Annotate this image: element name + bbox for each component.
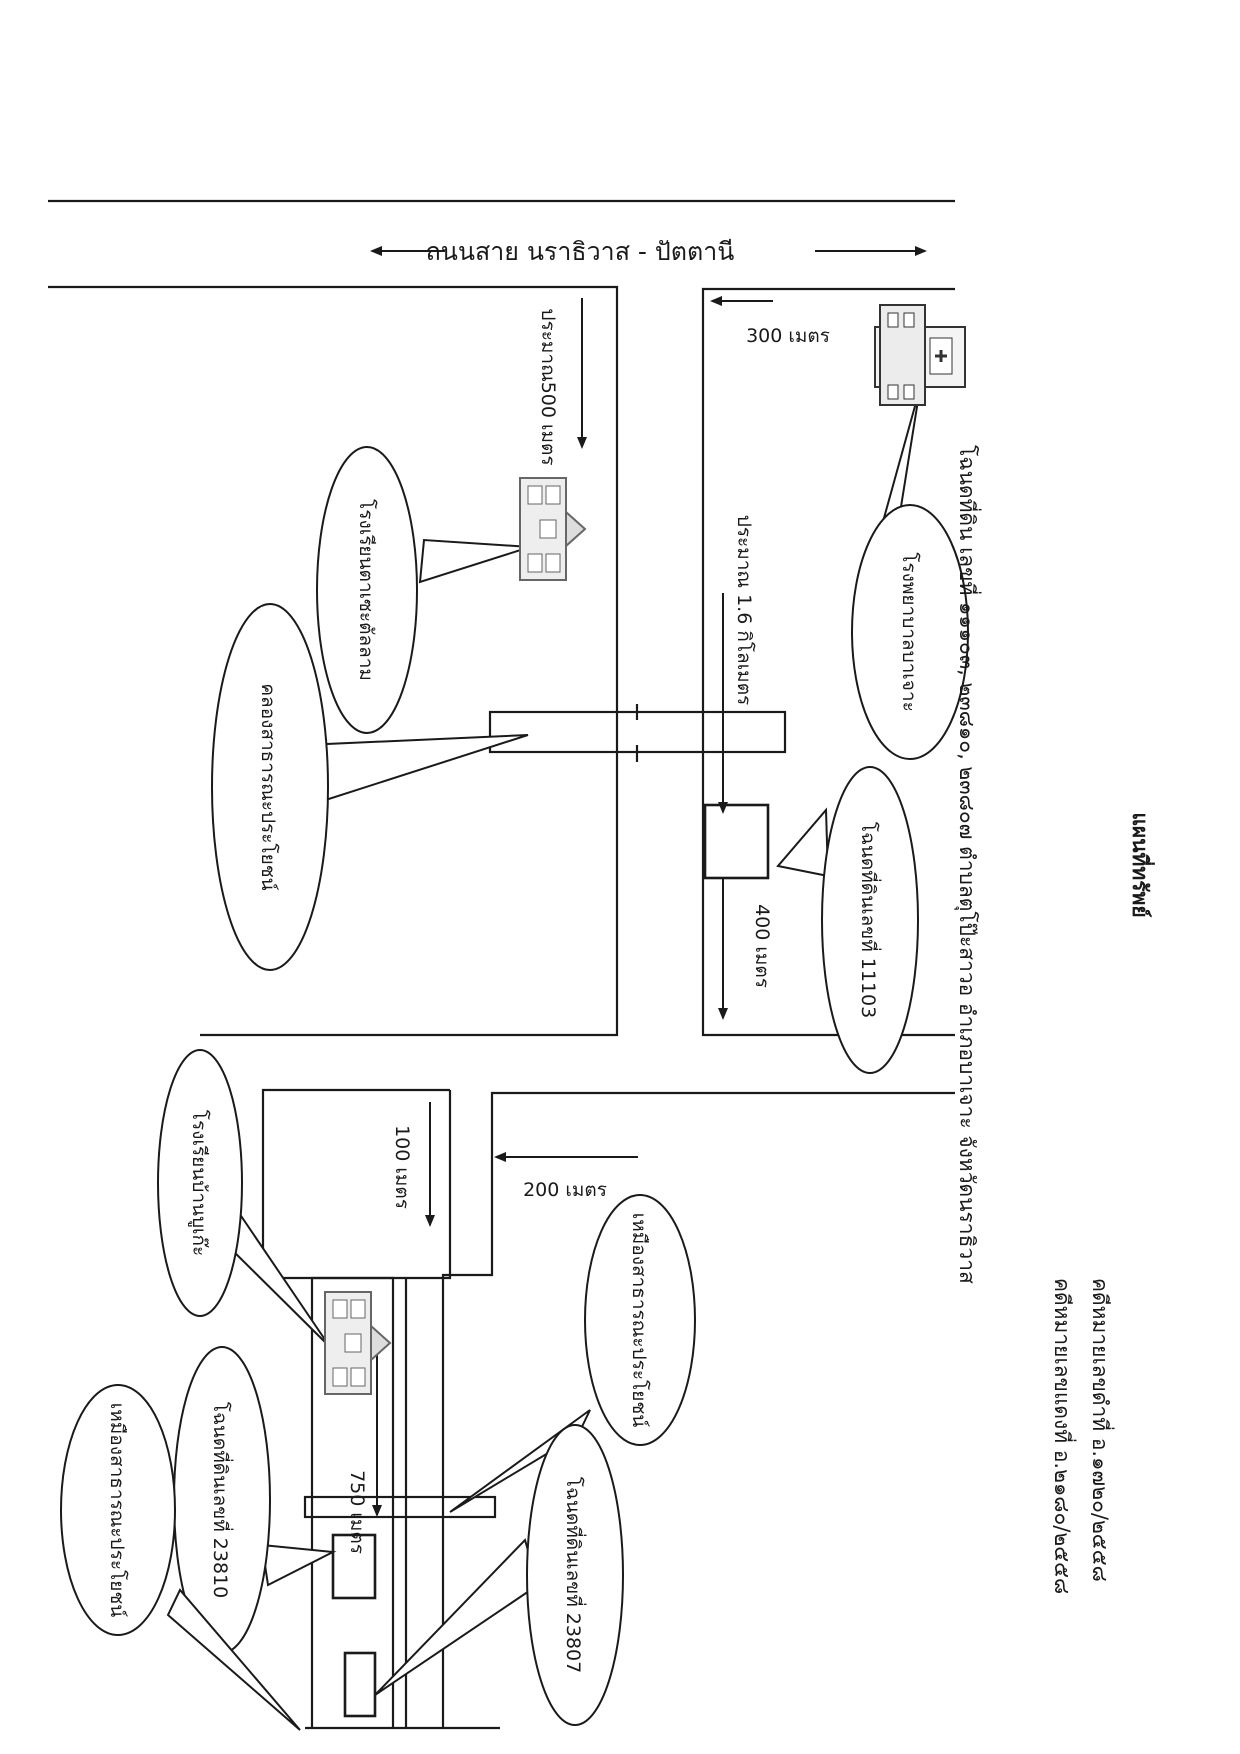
bubble-public-2: เหมืองสาธารณะประโยชน์ <box>60 1384 301 1731</box>
label-400: 400 เมตร <box>751 904 773 988</box>
bubble-public-1: เหมืองสาธารณะประโยชน์ <box>449 1194 696 1513</box>
hospital-icon <box>874 304 966 406</box>
main-road-lower-edge-right <box>701 287 955 1037</box>
case-black-number: คดีหมายเลขดำที่ อ.๑๗๒๐/๒๕๕๘ <box>1088 1278 1115 1582</box>
lower-road-left-block <box>261 1088 452 1280</box>
school-icon <box>519 477 587 581</box>
bubble-school-1: โรงเรียนตาเซะตัลลาม <box>316 446 531 734</box>
bubble-canal-1: คลองสาธารณะประโยชน์ <box>211 603 529 971</box>
bubble-plot-11103: โฉนดที่ดินเลขที่ 11103 <box>776 766 919 1074</box>
bubble-plot-23810: โฉนดที่ดินเลขที่ 23810 <box>173 1346 337 1654</box>
case-red-number: คดีหมายเลขแดงที่ อ.๒๑๘๐/๒๕๕๘ <box>1050 1278 1077 1594</box>
canal-crossing-lower <box>303 1495 497 1519</box>
svg-text:โรงเรียนตาเซะตัลลาม: โรงเรียนตาเซะตัลลาม <box>355 499 378 681</box>
bubble-school-2: โรงเรียนบ้านบูเก๊ะ <box>157 1049 331 1348</box>
plot-23807 <box>343 1651 377 1718</box>
road-title: ถนนสาย นราธิวาส - ปัตตานี <box>426 237 735 266</box>
location-text: โฉนดที่ดิน เลขที่ ๑๑๑๐๓, ๒๓๘๑๐, ๒๓๘๐๗ ตำ… <box>954 445 982 1284</box>
label-100: 100 เมตร <box>391 1125 413 1209</box>
svg-text:เหมืองสาธารณะประโยชน์: เหมืองสาธารณะประโยชน์ <box>628 1213 651 1428</box>
svg-text:โฉนดที่ดินเลขที่ 11103: โฉนดที่ดินเลขที่ 11103 <box>857 822 882 1018</box>
map-title: แผนที่ทรัพย์ <box>1128 812 1156 917</box>
svg-text:โฉนดที่ดินเลขที่ 23810: โฉนดที่ดินเลขที่ 23810 <box>209 1402 234 1598</box>
lower-road-right-edge <box>441 1091 955 1728</box>
svg-text:เหมืองสาธารณะประโยชน์: เหมืองสาธารณะประโยชน์ <box>106 1403 129 1618</box>
plot-11103 <box>703 803 770 880</box>
label-16km: ประมาณ 1.6 กิโลเมตร <box>733 515 756 706</box>
plot-23810 <box>331 1533 377 1600</box>
bubble-hospital: โรงพยาบาลบาเจาะ <box>851 387 969 760</box>
main-road-lower-edge-left <box>48 285 619 1037</box>
svg-text:คลองสาธารณะประโยชน์: คลองสาธารณะประโยชน์ <box>257 683 280 891</box>
label-500: ประมาณ500 เมตร <box>537 308 559 465</box>
bubble-plot-23807: โฉนดที่ดินเลขที่ 23807 <box>374 1424 624 1726</box>
svg-text:โฉนดที่ดินเลขที่ 23807: โฉนดที่ดินเลขที่ 23807 <box>562 1477 587 1673</box>
svg-text:โรงพยาบาลบาเจาะ: โรงพยาบาลบาเจาะ <box>898 552 921 712</box>
label-200: 200 เมตร <box>523 1179 607 1201</box>
school-icon <box>324 1291 392 1395</box>
label-750: 750 เมตร <box>346 1470 368 1554</box>
lower-road-left-edge <box>310 1276 395 1728</box>
svg-text:โรงเรียนบ้านบูเก๊ะ: โรงเรียนบ้านบูเก๊ะ <box>188 1110 211 1257</box>
label-300: 300 เมตร <box>746 325 830 347</box>
